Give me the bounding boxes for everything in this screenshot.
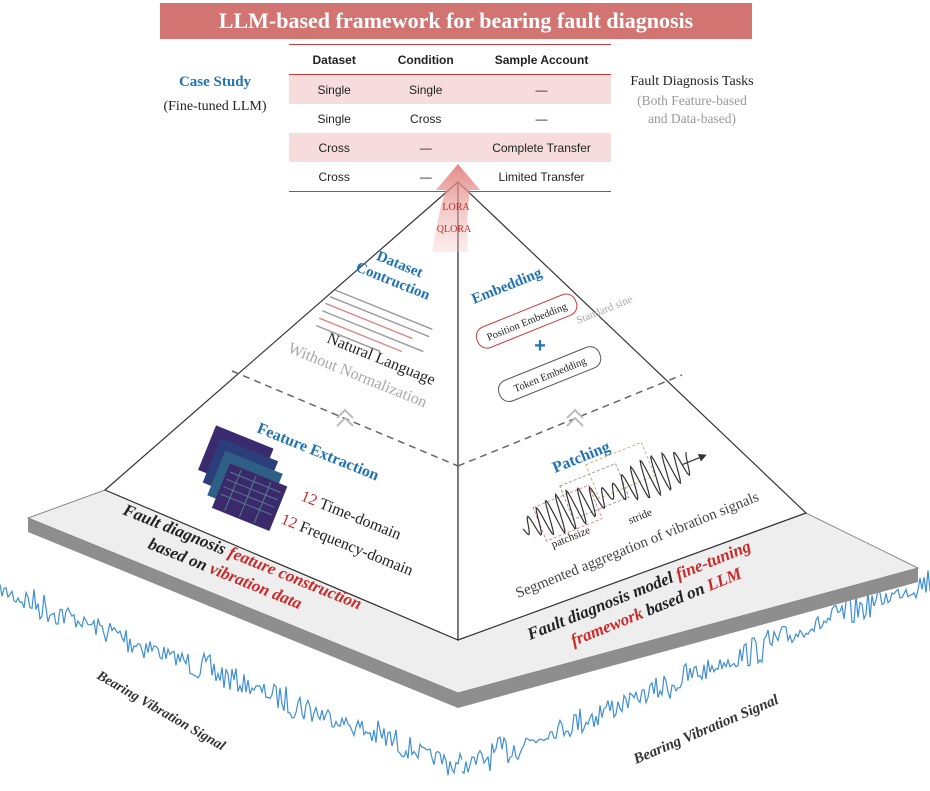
table-header-row: Dataset Condition Sample Account: [289, 44, 611, 75]
time-domain-count: 12: [299, 488, 320, 510]
bearing-vibration-signal-right: [461, 570, 930, 775]
table-cell: Cross: [289, 133, 380, 162]
table-header-condition: Condition: [379, 44, 473, 75]
table-cell: —: [535, 111, 548, 126]
table-header-dataset: Dataset: [289, 44, 380, 75]
table-row: Cross — Complete Transfer: [289, 133, 611, 162]
table-cell: Single: [379, 74, 473, 104]
right-up-chevron-icon: [566, 408, 584, 427]
table-cell: Limited Transfer: [472, 162, 611, 192]
tasks-subtitle: (Both Feature-based and Data-based): [612, 92, 772, 128]
table-row: Single Cross —: [289, 104, 611, 133]
table-cell: Cross: [410, 111, 442, 126]
frequency-domain-count: 12: [279, 511, 300, 533]
token-embedding-box: [497, 346, 602, 402]
fine-tuning-arrow-icon: [432, 164, 480, 252]
signal-label-right: Bearing Vibration Signal: [630, 692, 781, 768]
spectrogram-image-icon: [198, 425, 288, 532]
tasks-subtitle-line2: and Data-based): [647, 111, 737, 126]
tasks-title: Fault Diagnosis Tasks: [630, 74, 754, 89]
patch-waveform-arrowhead-icon: [697, 453, 707, 462]
table-row: Single Single —: [289, 74, 611, 104]
patching-waveform: [522, 441, 707, 542]
table-cell: Single: [317, 111, 351, 126]
right-level-divider: [457, 374, 683, 467]
table-cell: Complete Transfer: [472, 133, 611, 162]
table-cell: —: [472, 74, 611, 104]
left-up-chevron-icon: [336, 408, 354, 427]
prompt-text-placeholder: [316, 289, 433, 353]
case-study-subtitle: (Fine-tuned LLM): [163, 99, 267, 114]
position-embedding-box: [475, 293, 578, 349]
patch-box-1: [532, 484, 603, 542]
diagram-title: LLM-based framework for bearing fault di…: [160, 3, 752, 39]
table-header-sample-account: Sample Account: [472, 44, 611, 75]
case-study-title: Case Study: [178, 74, 252, 90]
arrow-label-lora: LORA: [442, 202, 470, 213]
patch-box-3: [585, 441, 656, 499]
patch-waveform-line: [522, 451, 691, 536]
signal-label-left: Bearing Vibration Signal: [93, 668, 227, 754]
bearing-vibration-signal-left: [0, 584, 463, 776]
case-study-table: Dataset Condition Sample Account Single …: [289, 44, 611, 192]
table-cell: Cross: [289, 162, 380, 192]
pyramid-right-face: [457, 180, 808, 641]
tasks-subtitle-line1: (Both Feature-based: [637, 93, 747, 108]
table-cell: —: [379, 133, 473, 162]
table-cell: Single: [289, 74, 380, 104]
patch-waveform-arrow-icon: [682, 457, 700, 465]
plus-icon: +: [534, 335, 546, 357]
arrow-label-qlora: QLORA: [437, 224, 472, 235]
